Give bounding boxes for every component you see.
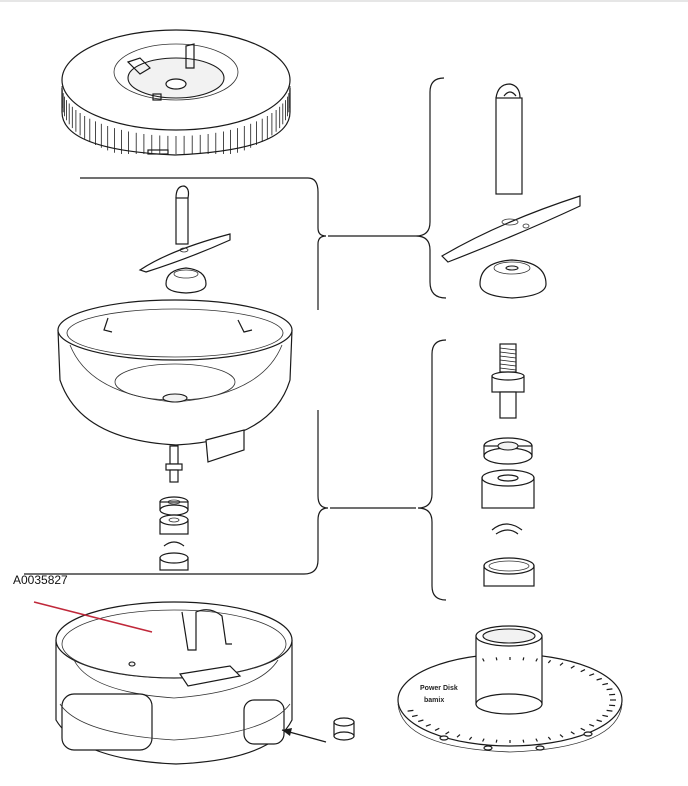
disc-tick: [468, 736, 473, 741]
thread-line: [499, 347, 517, 351]
disc-tick: [596, 719, 602, 723]
disc-tick: [482, 738, 485, 742]
disc-tick: [425, 723, 431, 727]
disc-tick: [522, 657, 525, 661]
disc-tick: [535, 738, 538, 742]
bracket-frame: [24, 177, 416, 575]
thread-line: [499, 355, 517, 359]
disc-tick: [411, 714, 418, 718]
disc-tick: [407, 709, 414, 712]
thread-line: [499, 367, 517, 371]
disc-tick: [559, 662, 564, 666]
disc-tick: [495, 657, 498, 661]
brace-bottom-right: [417, 339, 447, 601]
disc-tick: [589, 673, 595, 677]
disc-tick: [547, 659, 552, 664]
disc-tick: [606, 688, 613, 691]
disc-tick: [602, 714, 609, 718]
disc-tick: [602, 682, 609, 686]
part-callout-line: [33, 601, 153, 633]
disc-label-brand: bamix: [424, 697, 444, 704]
disc-label-top: Power Disk: [420, 685, 458, 692]
power-disk-part: Power Disk bamix: [397, 625, 623, 753]
disc-tick: [547, 736, 552, 741]
blade-assembly-large: [441, 83, 581, 299]
disc-tick: [495, 739, 498, 743]
disc-tick: [570, 665, 575, 669]
brace-top-right: [415, 77, 447, 299]
pin-part: [281, 717, 355, 743]
disc-tick: [535, 658, 538, 662]
thread-line: [499, 363, 517, 367]
shaft-stack-small: [159, 445, 189, 571]
disc-tick: [445, 731, 450, 735]
disc-tick: [570, 731, 575, 735]
bowl-part: [57, 299, 293, 463]
disc-tick: [482, 658, 485, 662]
disc-tick-marks: [407, 657, 616, 743]
disc-tick: [596, 677, 602, 681]
disc-tick: [456, 734, 461, 738]
lid-part: [61, 29, 291, 156]
disc-tick: [434, 727, 440, 731]
disc-tick: [559, 734, 564, 738]
disc-tick: [522, 739, 525, 743]
disc-tick: [589, 723, 595, 727]
disc-tick: [580, 669, 586, 673]
disc-tick: [418, 719, 424, 723]
lid-ribs: [61, 86, 291, 154]
base-housing-part: [55, 601, 293, 765]
disc-tick: [580, 727, 586, 731]
part-number-label: A0035827: [13, 573, 68, 587]
shaft-stack-large: [481, 343, 535, 587]
thread-line: [499, 351, 517, 355]
disc-tick: [606, 709, 613, 712]
blade-assembly-small: [138, 185, 231, 294]
thread-line: [499, 359, 517, 363]
disc-feet: [439, 731, 593, 751]
shaft-threads: [499, 347, 517, 371]
